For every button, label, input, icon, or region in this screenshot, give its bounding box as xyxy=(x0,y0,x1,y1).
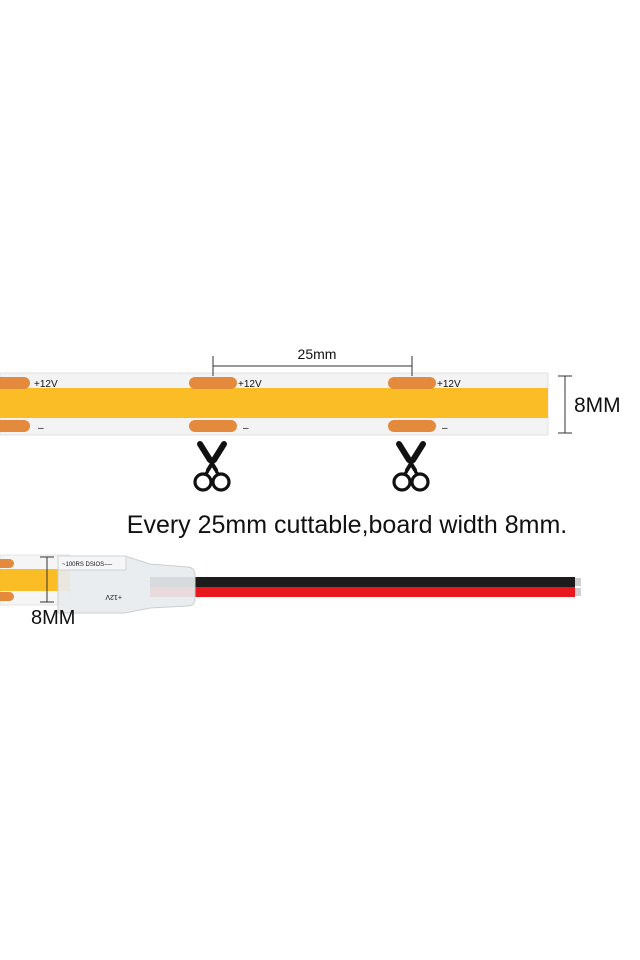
pad-label-positive: +12V xyxy=(34,379,58,390)
pad-label-negative: – xyxy=(38,423,44,434)
short-strip-emitter xyxy=(0,569,70,591)
connector-clip xyxy=(57,555,127,571)
solder-pad xyxy=(189,377,237,389)
width-label-strip: 8MM xyxy=(574,394,621,417)
solder-pad xyxy=(189,420,237,432)
led-strip: +12V +12V +12V – – – xyxy=(0,372,549,436)
solder-pad xyxy=(0,592,14,601)
solder-pad xyxy=(0,377,30,389)
wire-black xyxy=(150,577,575,587)
solder-pad xyxy=(388,377,436,389)
caption: Every 25mm cuttable,board width 8mm. xyxy=(127,511,567,539)
width-dimension-connector: 8MM xyxy=(31,556,75,629)
scissors-icon xyxy=(392,441,430,492)
pad-label-negative: – xyxy=(243,423,249,434)
wire-tip xyxy=(575,578,581,586)
width-dimension-strip: 8MM xyxy=(558,375,621,434)
pad-label-positive: +12V xyxy=(238,379,262,390)
connector-print-top: ~100RS DSIOS-— xyxy=(62,562,112,568)
solder-pad xyxy=(388,420,436,432)
pad-label-positive: +12V xyxy=(437,379,461,390)
width-label-connector: 8MM xyxy=(31,607,75,629)
led-emitter xyxy=(0,388,548,418)
spacing-label: 25mm xyxy=(298,346,337,362)
connector-print-side: +12V xyxy=(105,593,122,600)
connector-assembly: ~100RS DSIOS-— +12V xyxy=(0,554,581,614)
solder-pad xyxy=(0,420,30,432)
wire-tip xyxy=(575,588,581,596)
wire-red xyxy=(150,587,575,597)
solder-pad xyxy=(0,559,14,568)
pad-label-negative: – xyxy=(442,423,448,434)
scissors-icon xyxy=(193,441,231,492)
spacing-dimension: 25mm xyxy=(212,346,413,376)
